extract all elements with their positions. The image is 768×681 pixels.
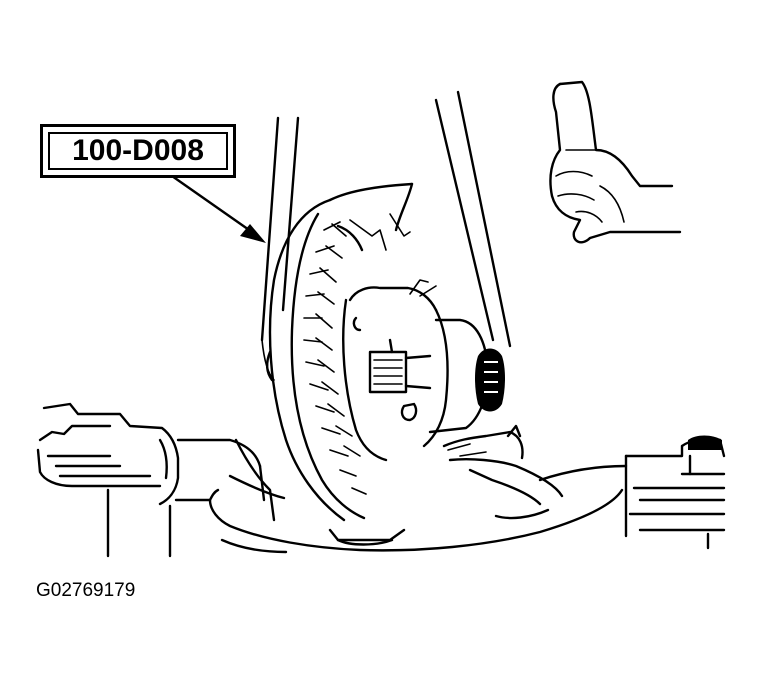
tool-number-callout: 100-D008 — [40, 124, 236, 178]
tool-number-text: 100-D008 — [72, 134, 204, 167]
tool-strap-left — [260, 116, 300, 342]
bearing-icon — [475, 348, 505, 412]
callout-inner-border — [48, 132, 228, 170]
differential-case — [342, 279, 490, 462]
ring-gear — [268, 182, 414, 522]
axle-housing-left — [36, 402, 262, 558]
tool-strap-right — [434, 90, 512, 348]
figure-id-label: G02769179 — [36, 580, 136, 601]
carrier-housing — [208, 424, 624, 554]
hand-icon — [549, 80, 682, 244]
callout-arrow-icon — [170, 174, 266, 243]
axle-housing-right — [538, 435, 726, 550]
strap-loop — [261, 339, 275, 382]
